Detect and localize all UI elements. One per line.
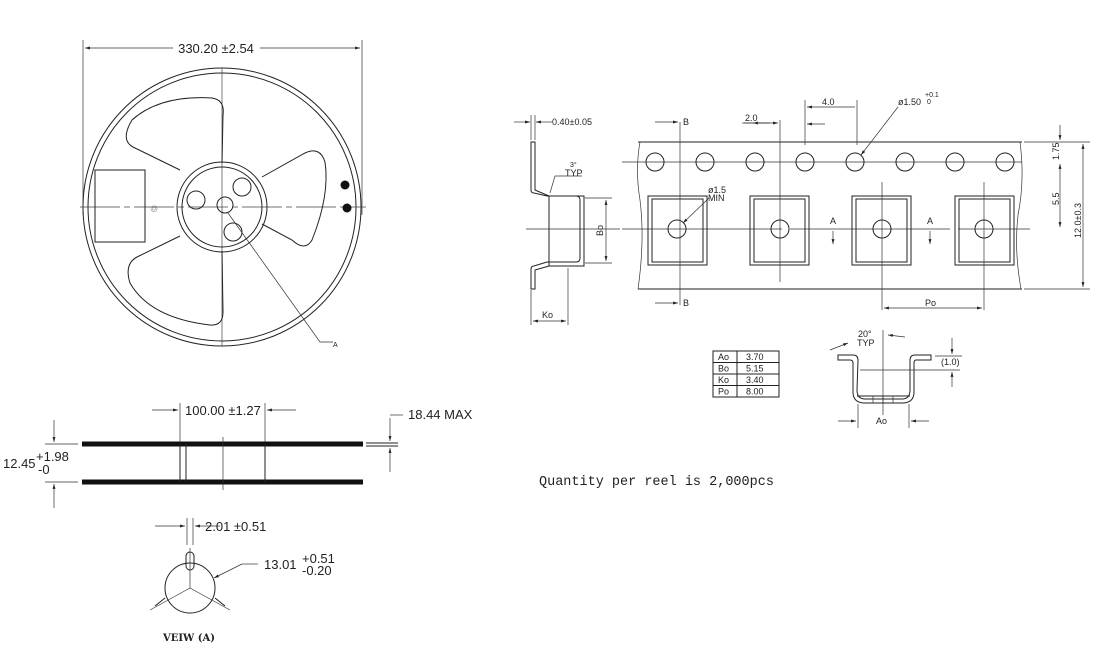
depth-label: (1.0) (941, 357, 960, 367)
table-key: Ko (718, 375, 729, 385)
pitch-4-label: 4.0 (822, 97, 835, 107)
section-a-left: A (830, 216, 836, 226)
table-value: 5.15 (746, 364, 764, 374)
sprocket-tol-minus: 0 (927, 99, 931, 106)
profile-angle-label: 3° (570, 161, 577, 169)
reel-width-tol-plus: +1.98 (36, 449, 69, 464)
pocket-hole-min: MIN (708, 193, 725, 203)
table-value: 8.00 (746, 387, 764, 397)
section-b-bottom: B (683, 298, 689, 308)
sprocket-diameter-label: ø1.50 (898, 97, 921, 107)
sprocket-holes (645, 152, 1015, 172)
center-distance-label: 5.5 (1051, 192, 1061, 205)
edge-distance-label: 1.75 (1051, 142, 1061, 160)
bore-tol-plus: +0.51 (302, 551, 335, 566)
po-label: Po (925, 298, 936, 308)
reel-width-label: 12.45 (3, 456, 36, 471)
bo-label: Bo (595, 225, 605, 236)
pocket-section-view: (1.0) 20° TYP Ao (829, 329, 962, 428)
reel-diameter-label: 330.20 ±2.54 (178, 41, 254, 56)
tape-thickness-label: 0.40±0.05 (552, 117, 592, 127)
table-key: Po (718, 387, 729, 397)
pocket-hole-label: ø1.5 (708, 185, 726, 195)
reel-mark-dot (340, 180, 350, 190)
slot-width-label: 2.01 ±0.51 (205, 519, 266, 534)
reel-side-view: 100.00 ±1.27 18.44 MAX 12.45 +1.98 -0 (3, 403, 473, 508)
table-value: 3.40 (746, 375, 764, 385)
bore-tol-minus: -0.20 (302, 563, 332, 578)
pitch-2-label: 2.0 (745, 113, 758, 123)
dimension-table: Ao 3.70 Bo 5.15 Ko 3.40 Po 8.00 (712, 350, 780, 398)
ao-label: Ao (876, 416, 887, 426)
table-key: Bo (718, 364, 729, 374)
section-typ-label: TYP (857, 338, 875, 348)
recycle-symbol-icon: ♲ (150, 204, 158, 214)
table-key: Ao (718, 352, 729, 362)
reel-width-tol-minus: -0 (38, 462, 50, 477)
reel-front-view: 330.20 ±2.54 ♲ A (80, 40, 366, 349)
view-a-title: VEIW (A) (162, 633, 215, 644)
bore-diameter-label: 13.01 (264, 557, 297, 572)
hub-diameter-label: 100.00 ±1.27 (185, 403, 261, 418)
section-a-right: A (927, 216, 933, 226)
quantity-note: Quantity per reel is 2,000pcs (539, 475, 774, 490)
tape-width-label: 12.0±0.3 (1073, 203, 1083, 238)
tape-top-view: B B 2.0 4.0 ø1.50 +0.1 0 ø1.5 MIN A A Po… (622, 92, 1090, 310)
tape-profile-view: 0.40±0.05 Bo 3° TYP Ko (514, 115, 620, 325)
section-angle-label: 20° (858, 329, 872, 339)
reel-mark-dot (342, 203, 352, 213)
view-a-marker: A (333, 342, 338, 349)
max-width-label: 18.44 MAX (408, 407, 473, 422)
profile-typ-label: TYP (565, 168, 583, 178)
view-a-hub-detail: 2.01 ±0.51 13.01 +0.51 -0.20 VEIW (A) (149, 518, 335, 644)
sprocket-tol-plus: +0.1 (925, 92, 939, 99)
section-b-top: B (683, 117, 689, 127)
table-value: 3.70 (746, 352, 764, 362)
ko-label: Ko (542, 310, 553, 320)
pockets (647, 195, 1015, 266)
